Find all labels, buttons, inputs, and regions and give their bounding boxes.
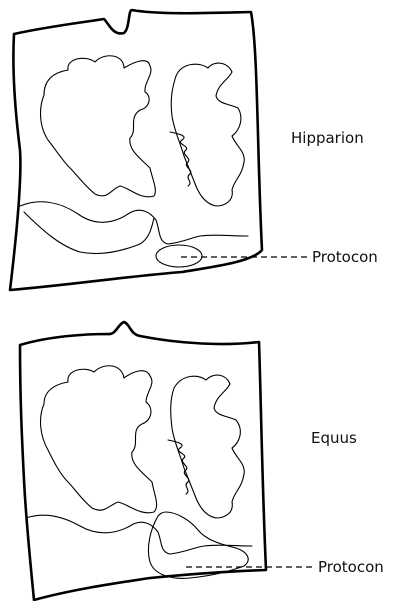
hipparion-enamel-lower-band [20, 202, 248, 244]
equus-protocon-label: Protocon [318, 560, 384, 575]
hipparion-enamel-fold-right [171, 63, 244, 206]
equus-enamel-plications [168, 440, 189, 494]
hipparion-label: Hipparion [291, 131, 364, 146]
hipparion-tooth-outline [10, 10, 262, 290]
equus-tooth-outline [20, 322, 266, 600]
hipparion-enamel-plications [170, 132, 191, 186]
hipparion-tooth [10, 10, 309, 290]
equus-label: Equus [311, 431, 357, 446]
hipparion-protocon [156, 245, 202, 267]
equus-tooth [20, 322, 314, 600]
hipparion-enamel-fold-left [41, 56, 156, 197]
equus-enamel-fold-left [41, 366, 157, 513]
hipparion-protocon-label: Protocon [312, 250, 378, 265]
equus-enamel-lower-band [26, 515, 252, 554]
hipparion-enamel-inner-band [24, 212, 154, 254]
